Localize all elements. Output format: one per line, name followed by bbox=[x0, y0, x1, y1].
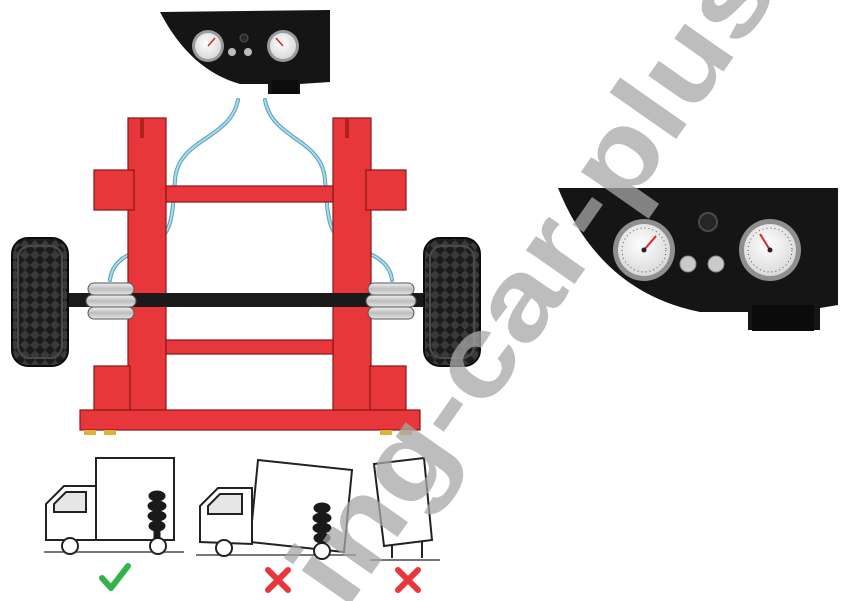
valve-icon bbox=[228, 48, 236, 56]
check-icon bbox=[102, 566, 128, 588]
frame-left-post bbox=[128, 118, 166, 413]
frame-right-bracket bbox=[366, 170, 406, 210]
frame-left-bracket bbox=[94, 170, 134, 210]
gauge-icon bbox=[267, 30, 299, 62]
button-icon bbox=[699, 213, 717, 231]
air-bellows-left bbox=[86, 283, 136, 319]
valve-icon bbox=[680, 256, 696, 272]
control-panel-large bbox=[558, 188, 838, 331]
scene-level-truck bbox=[44, 458, 184, 554]
lift-frame bbox=[80, 118, 420, 430]
scene-rear-squat-truck bbox=[196, 460, 356, 559]
frame-left-foot bbox=[94, 366, 130, 410]
cross-icon bbox=[398, 570, 418, 590]
cross-icon bbox=[268, 570, 288, 590]
gauge-icon bbox=[739, 219, 801, 281]
gauge-icon bbox=[613, 219, 675, 281]
wheel-left bbox=[12, 238, 68, 366]
valve-icon bbox=[708, 256, 724, 272]
frame-right-slot bbox=[345, 118, 349, 138]
frame-crossbar-top bbox=[166, 186, 333, 202]
frame-crossbar-lower bbox=[166, 340, 333, 354]
gauge-icon bbox=[192, 30, 224, 62]
frame-base bbox=[80, 410, 420, 430]
frame-right-post bbox=[333, 118, 371, 413]
button-icon bbox=[240, 34, 248, 42]
control-panel-small bbox=[160, 10, 330, 94]
wheel-right bbox=[424, 238, 480, 366]
valve-icon bbox=[244, 48, 252, 56]
air-bellows-right bbox=[366, 283, 416, 319]
frame-feet-pads bbox=[84, 430, 412, 435]
frame-left-slot bbox=[140, 118, 144, 138]
frame-right-foot bbox=[370, 366, 406, 410]
scene-tilted-box bbox=[370, 458, 440, 560]
